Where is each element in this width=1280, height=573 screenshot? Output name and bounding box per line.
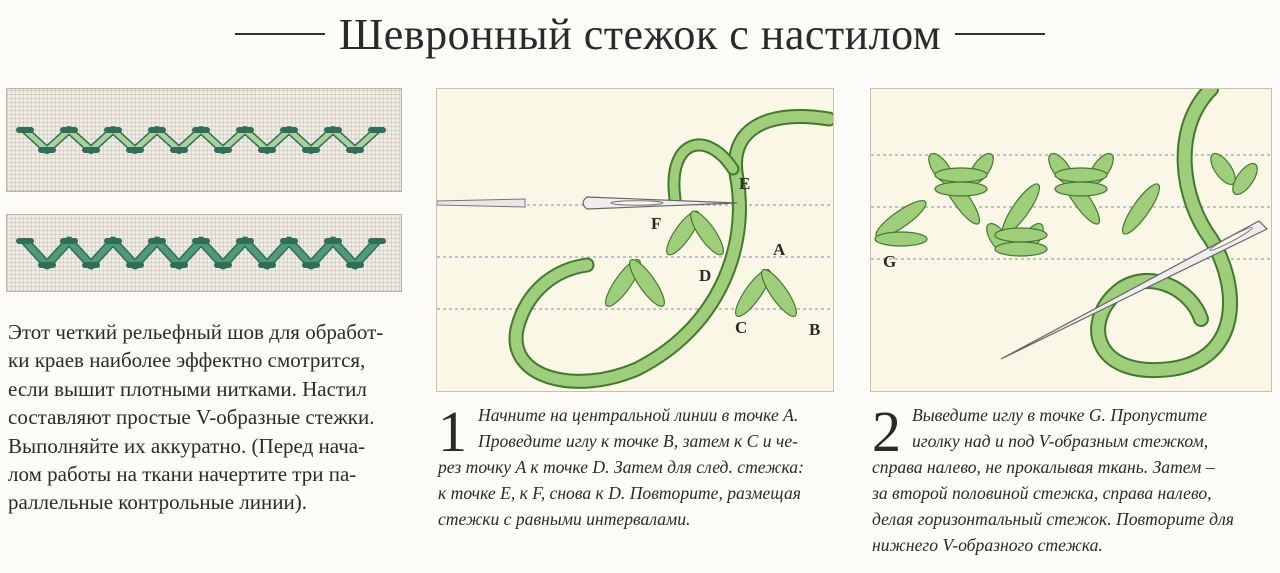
stitch-bar [126, 147, 144, 153]
step-line: иголку над и под V-образным стежком, [912, 431, 1209, 451]
step-line: Проведите иглу к точке B, затем к C и че… [478, 431, 798, 451]
step-2: 2 Выведите иглу в точке G. Пропустите иг… [872, 402, 1272, 558]
step-1: 1 Начните на центральной линии в точке A… [438, 402, 838, 532]
thread [508, 109, 833, 389]
stitch-bar [280, 238, 298, 244]
stitch-bar [346, 262, 364, 268]
point-label-b: B [809, 320, 820, 339]
intro-line: Этот четкий рельефный шов для обработ- [8, 320, 384, 344]
stitch-bar [368, 238, 386, 244]
stitch-bar [258, 147, 276, 153]
stitch-bar [368, 127, 386, 133]
title-rule-left [234, 33, 325, 35]
stitch-bar [82, 147, 100, 153]
step-number: 1 [438, 399, 467, 464]
stitch-bar [16, 238, 34, 244]
step-line: рез точку A к точке D. Затем для след. с… [438, 457, 804, 477]
step-line: к точке E, к F, снова к D. Повторите, ра… [438, 483, 801, 503]
title-rule-right [955, 33, 1046, 35]
stitch-bar [324, 238, 342, 244]
stitch-bar [346, 147, 364, 153]
stitch-bar [170, 262, 188, 268]
step-1-illustration: A B C D E F [436, 88, 834, 392]
intro-line: Выполняйте их аккуратно. (Перед нача- [8, 433, 366, 458]
fabric-sample-dark-thread [6, 214, 402, 292]
stitch-bar [60, 127, 78, 133]
fabric-sample-light-thread [6, 88, 402, 192]
stitch-bar [38, 147, 56, 153]
needle-icon [437, 196, 738, 210]
step-1-diagram: A B C D E F [437, 109, 833, 389]
stitch-bar [324, 127, 342, 133]
stitch-bar [214, 147, 232, 153]
title-row: Шевронный стежок с настилом [0, 4, 1280, 64]
intro-line: если вышит плотными нитками. Настил [8, 376, 367, 401]
intro-line: раллельные контрольные линии). [8, 490, 307, 515]
stitch-bar [302, 262, 320, 268]
step-number: 2 [872, 399, 901, 464]
step-1-text: Начните на центральной линии в точке A. … [438, 402, 838, 532]
stitch-bar [192, 238, 210, 244]
stitch-bar [280, 127, 298, 133]
needle-icon [1000, 220, 1269, 360]
step-2-diagram: G [871, 89, 1271, 379]
stitch-bar [16, 127, 34, 133]
point-label-c: C [735, 318, 747, 337]
stitch-bar [170, 147, 188, 153]
stitch-bar [258, 262, 276, 268]
stitch-bar [214, 262, 232, 268]
stitch-bar [148, 238, 166, 244]
step-line: нижнего V-образного стежка. [872, 535, 1103, 555]
stitch-bar [38, 262, 56, 268]
stitch-bar [104, 127, 122, 133]
point-label-d: D [699, 266, 711, 285]
stitch-sample-dark [16, 236, 386, 270]
stitch-bar [126, 262, 144, 268]
intro-line: составляют простые V-образные стежки. [8, 405, 375, 430]
step-line: стежки с равными интервалами. [438, 509, 691, 529]
stitch-bar [60, 238, 78, 244]
stitch-bar [236, 127, 254, 133]
intro-line: лом работы на ткани начертите три па- [8, 461, 357, 486]
stitch-bar [302, 147, 320, 153]
stitch-bar [148, 127, 166, 133]
stitch-bar [236, 238, 254, 244]
step-2-text: Выведите иглу в точке G. Пропустите игол… [872, 402, 1272, 558]
stitch-sample-light [16, 126, 386, 154]
step-line: делая горизонтальный стежок. Повторите д… [872, 509, 1234, 529]
v-stitch [605, 210, 797, 317]
stitch-bar [82, 262, 100, 268]
point-label-a: A [773, 240, 786, 259]
page-title: Шевронный стежок с настилом [338, 9, 942, 59]
intro-text: Этот четкий рельефный шов для обработ- к… [8, 318, 398, 517]
stitch-bar [192, 127, 210, 133]
step-line: справа налево, не прокалывая ткань. Зате… [872, 457, 1215, 477]
point-label-f: F [651, 214, 661, 233]
step-line: Выведите иглу в точке G. Пропустите [912, 405, 1208, 425]
intro-line: ки краев наиболее эффектно смотрится, [8, 348, 366, 373]
stitch-bar [104, 238, 122, 244]
step-2-illustration: G [870, 88, 1272, 392]
thread [1090, 89, 1239, 379]
point-label-e: E [739, 174, 750, 193]
step-line: Начните на центральной линии в точке A. [478, 405, 799, 425]
point-label-g: G [883, 252, 896, 271]
v-stitch [874, 152, 1258, 257]
step-line: за второй половиной стежка, справа налев… [872, 483, 1212, 503]
